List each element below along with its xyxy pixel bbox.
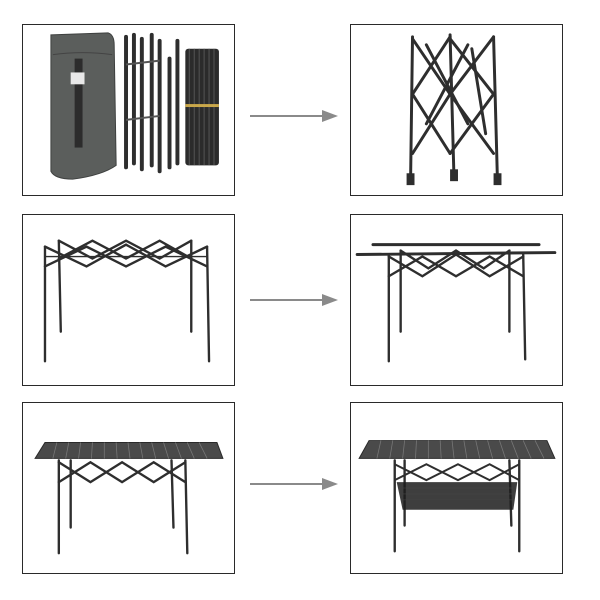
arrow-right-icon (250, 476, 340, 492)
table-with-net-image (358, 440, 556, 553)
panel-step-5-tabletop (22, 402, 235, 574)
panel-step-3-expanded (22, 214, 235, 386)
frame-expanded-image (43, 239, 211, 363)
panel-step-1-folded (22, 24, 235, 196)
carry-bag (50, 32, 117, 180)
folded-table-image (50, 32, 219, 180)
panel-step-6-storage (350, 402, 563, 574)
arrow-right-icon (250, 108, 340, 124)
table-assembled-image (34, 442, 224, 555)
rolled-tabletop (185, 48, 219, 166)
frame-with-rails-image (355, 243, 557, 363)
arrow-right-icon (250, 292, 340, 308)
frame-collapsed-image (406, 33, 502, 186)
panel-step-2-unfolding (350, 24, 563, 196)
slat-tabletop (358, 440, 556, 459)
panel-step-4-rails (350, 214, 563, 386)
storage-net (394, 463, 520, 510)
